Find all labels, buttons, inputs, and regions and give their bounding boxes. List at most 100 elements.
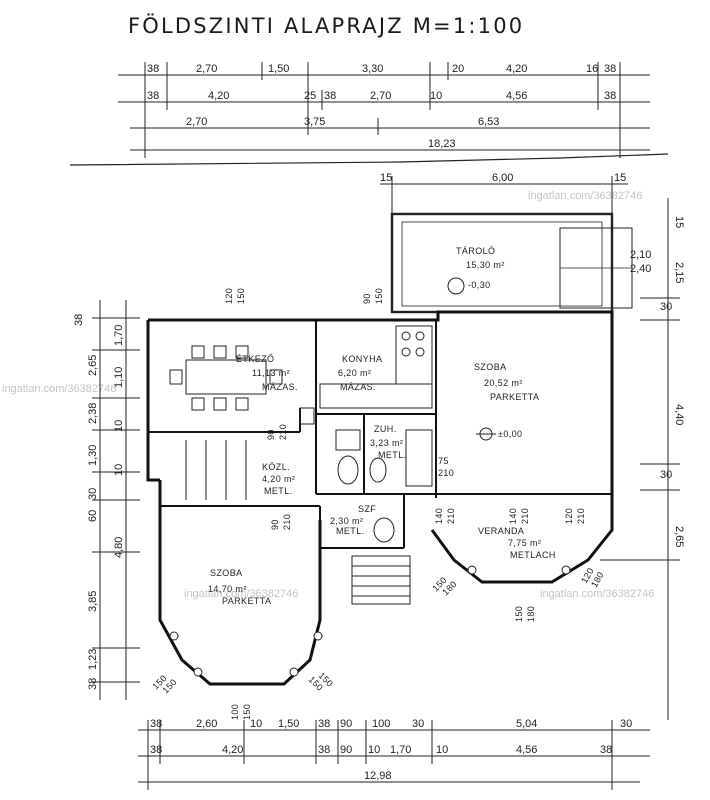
entrance-stairs (185, 440, 411, 605)
watermark-bottom-right: ingatlan.com/36382746 (540, 588, 655, 600)
dim-label: 30 (660, 301, 672, 313)
dim-label: 60 (87, 510, 99, 522)
dim-label: 30 (660, 469, 672, 481)
dining-name: ÉTKEZŐ (236, 354, 274, 364)
terrace-name: TÁROLÓ (456, 246, 495, 256)
bottom-dimension-labels: 38 2,60 10 1,50 38 90 100 30 5,04 30 38 … (150, 718, 632, 782)
dim-label: 100 (372, 718, 390, 730)
dim-label: 1,30 (87, 445, 99, 466)
opening-label: 140 (434, 508, 444, 524)
dim-label: 38 (600, 744, 612, 756)
dim-label: 10 (368, 744, 380, 756)
opening-label: 150 (374, 288, 384, 304)
watermark-left: ingatlan.com/36382746 (2, 383, 117, 395)
opening-label: 90 (362, 293, 372, 304)
opening-label: 150 (514, 606, 524, 622)
dim-label: 2,65 (87, 355, 99, 376)
bathroom-fixtures (335, 429, 433, 543)
opening-label: 210 (278, 424, 288, 440)
dim-label: 38 (150, 718, 162, 730)
dim-label: 15 (673, 216, 685, 228)
top-border-line (69, 153, 669, 166)
opening-label: 180 (526, 606, 536, 622)
dim-label: 10 (436, 744, 448, 756)
dim-total: 18,23 (428, 138, 456, 150)
dim-label: 10 (113, 420, 125, 432)
dim-label: 90 (340, 718, 352, 730)
dining-floor: MÁZAS. (262, 382, 298, 392)
dim-label: 38 (147, 90, 159, 102)
dim-label: 2,10 (630, 249, 651, 261)
dim-label: 38 (73, 314, 85, 326)
hall-name: KÖZL. (262, 462, 290, 472)
top-dimension-chains (118, 62, 650, 158)
dim-label: 4,20 (506, 63, 527, 75)
bedroom-area: 14,70 m² (208, 584, 247, 594)
left-dimension-chain (92, 300, 140, 700)
dim-label: 1,23 (87, 649, 99, 670)
dim-label: 38 (604, 63, 616, 75)
dim-label: 16 (586, 63, 598, 75)
dining-area: 11,13 m² (252, 368, 290, 378)
dim-label: 90 (340, 744, 352, 756)
opening-label: 120 (224, 288, 234, 304)
plan-title: FÖLDSZINTI ALAPRAJZ M=1:100 (128, 14, 525, 38)
dim-label: 10 (250, 718, 262, 730)
opening-label: 140 (508, 508, 518, 524)
dim-label: 38 (318, 718, 330, 730)
watermark-top-right: ingatlan.com/36382746 (528, 190, 643, 202)
dim-label: 38 (150, 744, 162, 756)
dim-label: 1,10 (113, 367, 125, 388)
opening-label: 210 (282, 514, 292, 530)
dim-label: 20 (452, 63, 464, 75)
bedroom-floor: PARKETTA (222, 596, 271, 606)
opening-label: 150 (242, 704, 252, 720)
dim-label: 2,70 (186, 116, 207, 128)
living-level: ±0,00 (498, 429, 522, 439)
dim-label: 38 (318, 744, 330, 756)
opening-label: 210 (446, 508, 456, 524)
kitchen-counter (299, 325, 433, 425)
dim-label: 2,65 (673, 526, 685, 547)
opening-label: 90 (270, 519, 280, 530)
hall-floor: METL. (264, 486, 293, 496)
terrace-outline (390, 212, 633, 314)
dim-label: 6,00 (492, 172, 513, 184)
shower-floor: METL. (378, 450, 407, 460)
left-dimension-labels: 38 1,70 2,65 1,10 2,38 10 1,30 10 30 60 … (73, 314, 125, 690)
wc-area: 2,30 m² (330, 516, 363, 526)
shower-name: ZUH. (374, 424, 397, 434)
dim-label: 4,80 (113, 537, 125, 558)
terrace-dimensions (380, 176, 628, 214)
bedroom-window-markers (169, 565, 571, 677)
dim-label: 2,38 (87, 403, 99, 424)
veranda-area: 7,75 m² (508, 538, 541, 548)
veranda-floor: METLACH (510, 550, 556, 560)
terrace-area: 15,30 m² (466, 260, 505, 270)
dim-label: 3,30 (362, 63, 383, 75)
wc-name: SZF (358, 504, 376, 514)
dim-label: 25 (304, 90, 316, 102)
dim-total: 12,98 (364, 770, 392, 782)
level-marker-living (476, 427, 496, 441)
dim-label: 3,75 (304, 116, 325, 128)
dim-label: 2,15 (673, 262, 685, 283)
dining-table (169, 345, 283, 411)
wc-floor: METL. (336, 526, 365, 536)
opening-label: 100 (230, 704, 240, 720)
dim-label: 3,85 (87, 591, 99, 612)
dim-label: 1,50 (278, 718, 299, 730)
opening-label: 75 (438, 456, 449, 466)
dim-label: 38 (604, 90, 616, 102)
dim-label: 15 (380, 172, 392, 184)
dim-label: 30 (87, 488, 99, 500)
dim-label: 2,40 (630, 263, 651, 275)
opening-labels: 120 150 90 150 90 210 75 210 140 210 140… (150, 288, 605, 720)
opening-label: 90 (266, 429, 276, 440)
dim-label: 30 (620, 718, 632, 730)
dim-label: 1,70 (113, 325, 125, 346)
opening-label: 210 (520, 508, 530, 524)
kitchen-floor: MÁZAS. (340, 382, 376, 392)
